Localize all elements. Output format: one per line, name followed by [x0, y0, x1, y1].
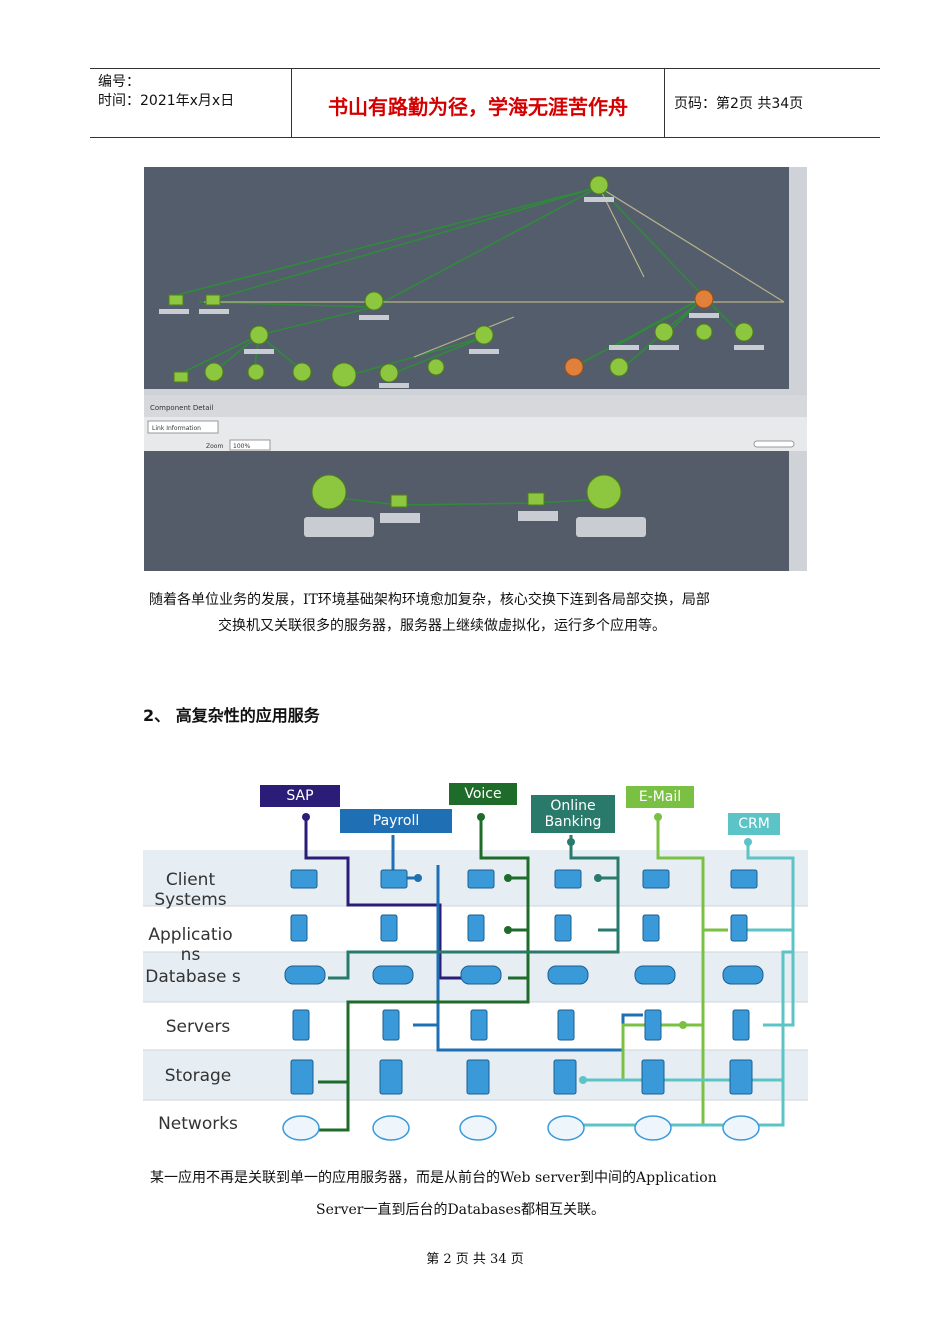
row-label-networks: Networks	[143, 1114, 253, 1134]
header-meta: 编号： 时间：2021年x月x日	[98, 73, 234, 111]
number-label: 编号：	[98, 73, 234, 92]
header-divider	[664, 69, 665, 137]
paragraph-1-line-1: 随着各单位业务的发展，IT环境基础架构环境愈加复杂，核心交换下连到各局部交换，局…	[149, 590, 829, 610]
online-banking-text: Online Banking	[538, 798, 608, 830]
page-header: 编号： 时间：2021年x月x日 书山有路勤为径，学海无涯苦作舟 页码：第2页 …	[90, 68, 880, 138]
section-heading: 2、 高复杂性的应用服务	[143, 702, 320, 726]
paragraph-1-line-2: 交换机又关联很多的服务器，服务器上继续做虚拟化，运行多个应用等。	[218, 616, 838, 636]
application-complexity-diagram: SAP Payroll Voice Online Banking E-Mail …	[143, 780, 808, 1150]
app-label-voice: Voice	[449, 783, 517, 805]
app-label-crm: CRM	[728, 813, 780, 835]
zoom-label: Zoom	[206, 443, 223, 450]
paragraph-2-cont: Server一直到后台的Databases都相互关联。	[316, 1200, 816, 1220]
paragraph-1: 随着各单位业务的发展，IT环境基础架构环境愈加复杂，核心交换下连到各局部交换，局…	[149, 590, 829, 610]
app-label-email: E-Mail	[626, 786, 694, 808]
row-label-databases: Database s	[143, 967, 243, 987]
zoom-value: 100%	[233, 443, 250, 450]
app-label-online-banking: Online Banking	[531, 795, 615, 833]
app-label-payroll: Payroll	[340, 809, 452, 833]
page-footer: 第 2 页 共 34 页	[0, 1248, 950, 1267]
diagram-graphics	[143, 780, 808, 1150]
paragraph-2-line-1: 某一应用不再是关联到单一的应用服务器，而是从前台的Web server到中间的A…	[150, 1168, 830, 1188]
row-label-storage: Storage	[143, 1066, 253, 1086]
row-label-applications: Applicatio ns	[143, 925, 238, 965]
paragraph-2-line-2: Server一直到后台的Databases都相互关联。	[316, 1200, 816, 1220]
header-motto: 书山有路勤为径，学海无涯苦作舟	[292, 91, 664, 120]
component-detail-title: Component Detail	[150, 404, 214, 412]
network-topology-screenshot: Component Detail Link Information Zoom 1…	[144, 167, 807, 571]
app-label-sap: SAP	[260, 785, 340, 807]
row-label-client-systems: Client Systems	[143, 870, 238, 910]
paragraph-2: 某一应用不再是关联到单一的应用服务器，而是从前台的Web server到中间的A…	[150, 1168, 830, 1188]
row-label-servers: Servers	[143, 1017, 253, 1037]
header-page-info: 页码：第2页 共34页	[674, 93, 803, 113]
time-label: 时间：2021年x月x日	[98, 92, 234, 111]
paragraph-1-cont: 交换机又关联很多的服务器，服务器上继续做虚拟化，运行多个应用等。	[218, 616, 838, 636]
link-information-tab: Link Information	[152, 425, 201, 432]
